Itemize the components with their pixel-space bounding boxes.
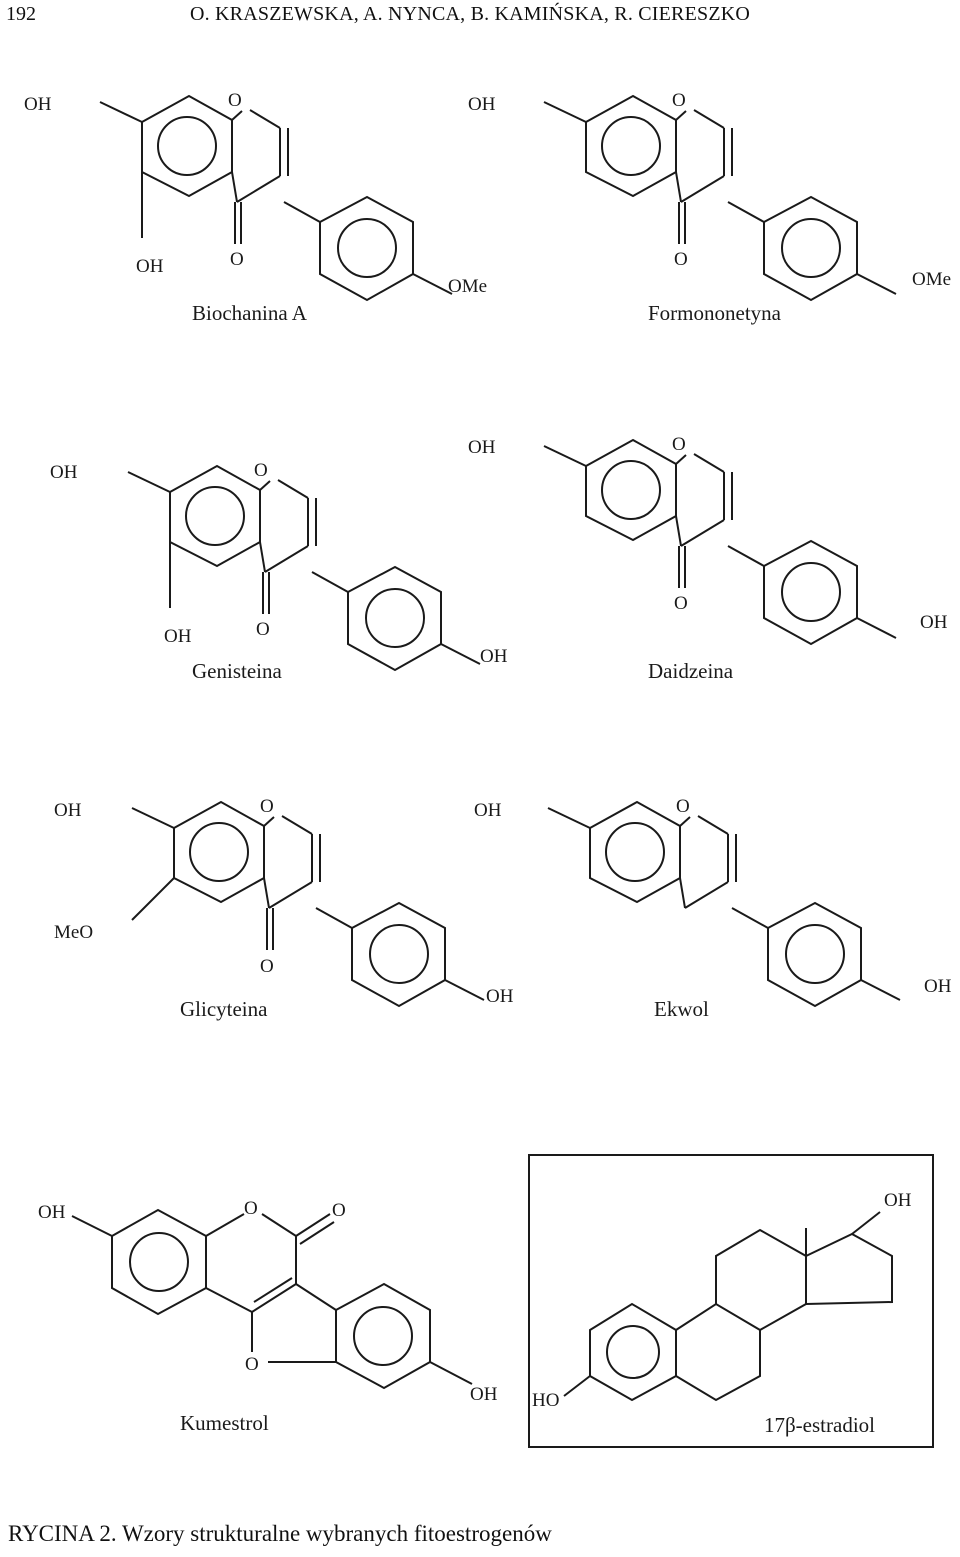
ring-oxygen-label: O (244, 1198, 258, 1219)
ring-oxygen-label: O (254, 460, 268, 481)
carbonyl-oxygen-label: O (674, 249, 688, 270)
oh-label: OH (468, 437, 496, 458)
oh-label: OH (924, 976, 952, 997)
compound-name-glicyteina: Glicyteina (180, 997, 268, 1021)
carbonyl-oxygen-label: O (332, 1200, 346, 1221)
running-header-authors: O. KRASZEWSKA, A. NYNCA, B. KAMIŃSKA, R.… (190, 3, 751, 25)
compound-name-biochanina-a: Biochanina A (192, 301, 308, 325)
page-number: 192 (6, 3, 36, 25)
compound-name-genisteina: Genisteina (192, 659, 282, 683)
ring-oxygen-label: O (260, 796, 274, 817)
molecule-glicyteina (131, 801, 485, 1007)
oh-label: OH (486, 986, 514, 1007)
ring-oxygen-label: O (672, 434, 686, 455)
ome-label: OMe (912, 269, 951, 290)
estradiol-frame (528, 1154, 934, 1448)
oh-label: OH (50, 462, 78, 483)
compound-name-ekwol: Ekwol (654, 997, 709, 1021)
oh-label: OH (136, 256, 164, 277)
compound-name-formononetyna: Formononetyna (648, 301, 782, 325)
ring-oxygen-label: O (676, 796, 690, 817)
furan-oxygen-label: O (245, 1354, 259, 1375)
oh-label: OH (480, 646, 508, 667)
figure-caption: RYCINA 2. Wzory strukturalne wybranych f… (8, 1521, 552, 1546)
ring-oxygen-label: O (228, 90, 242, 111)
oh-label: OH (884, 1190, 912, 1211)
molecule-daidzeina (543, 439, 897, 645)
molecule-17beta-estradiol (563, 1211, 893, 1402)
carbonyl-oxygen-label: O (674, 593, 688, 614)
oh-label: OH (24, 94, 52, 115)
molecule-ekwol (547, 801, 901, 1007)
molecule-biochanina-a (99, 95, 453, 301)
compound-name-daidzeina: Daidzeina (648, 659, 734, 683)
oh-label: OH (54, 800, 82, 821)
molecule-genisteina (127, 465, 481, 671)
carbonyl-oxygen-label: O (256, 619, 270, 640)
oh-label: OH (164, 626, 192, 647)
ring-oxygen-label: O (672, 90, 686, 111)
carbonyl-oxygen-label: O (260, 956, 274, 977)
oh-label: OH (920, 612, 948, 633)
meo-label: MeO (54, 922, 93, 943)
oh-label: OH (468, 94, 496, 115)
oh-label: OH (474, 800, 502, 821)
ho-label: HO (532, 1390, 559, 1411)
ome-label: OMe (448, 276, 487, 297)
compound-name-17beta-estradiol: 17β-estradiol (764, 1413, 875, 1437)
oh-label: OH (38, 1202, 66, 1223)
carbonyl-oxygen-label: O (230, 249, 244, 270)
compound-name-kumestrol: Kumestrol (180, 1411, 269, 1435)
oh-label: OH (470, 1384, 498, 1405)
molecule-kumestrol (71, 1208, 473, 1390)
molecule-formononetyna (543, 95, 897, 301)
